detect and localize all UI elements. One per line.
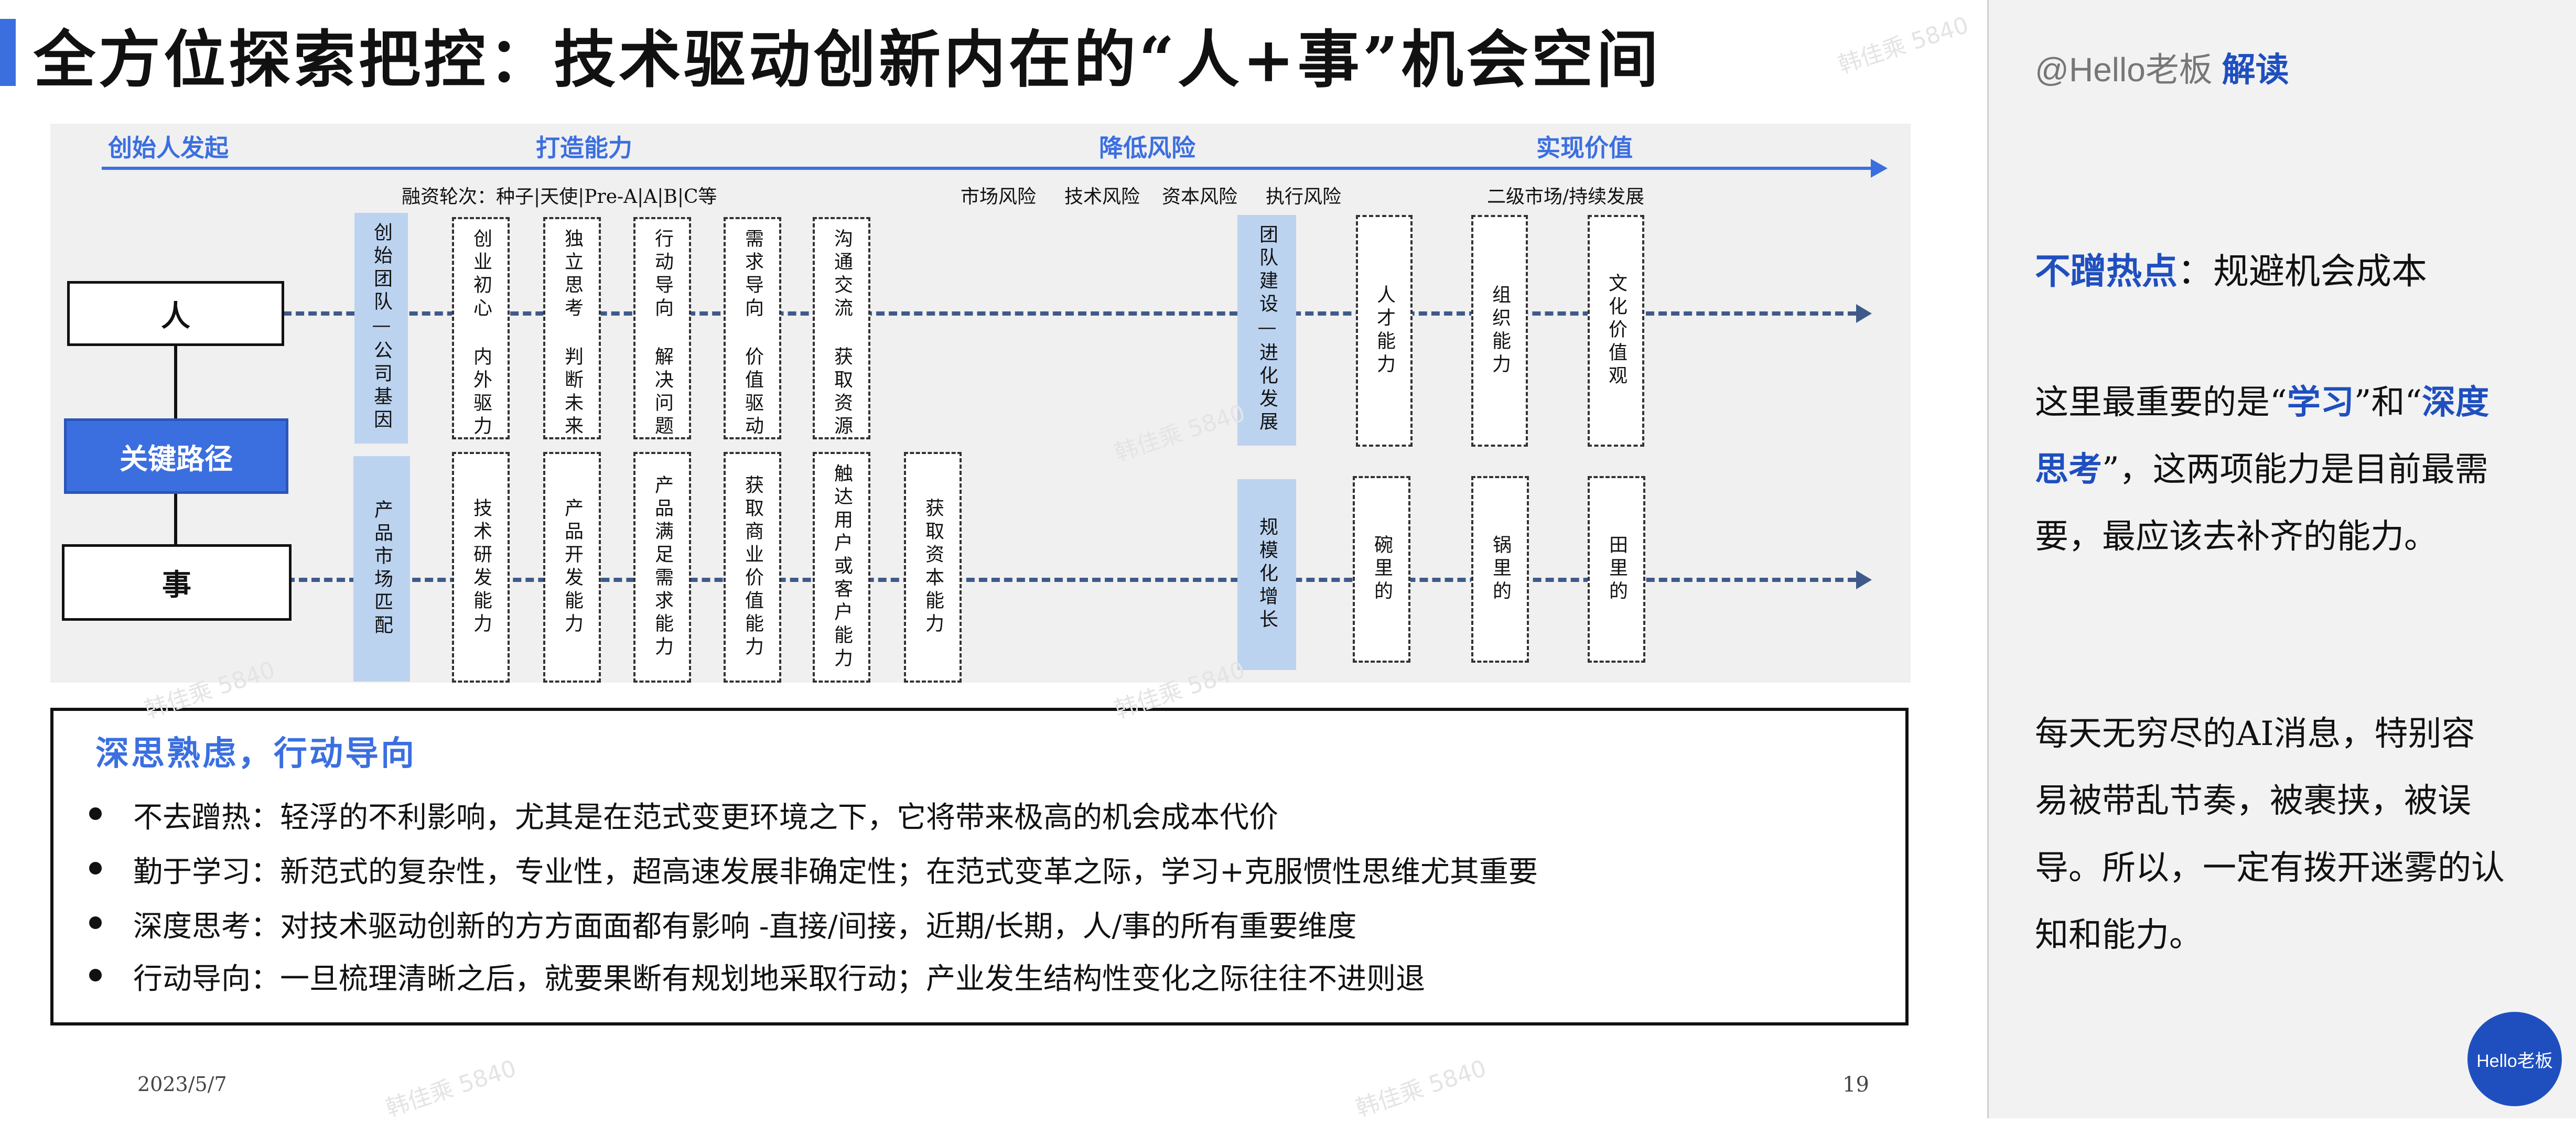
watermark: 韩佳乘 5840 — [1352, 1055, 1490, 1122]
person-box: 需求导向 价值驱动 — [724, 217, 781, 439]
person-box: 文化价值观 — [1588, 215, 1644, 447]
person-box: 沟通交流 获取资源 — [813, 217, 870, 439]
matter-box: 获取资本能力 — [904, 452, 962, 683]
matter-box: 获取商业价值能力 — [724, 452, 781, 683]
person-flow-arrow — [1856, 304, 1872, 323]
bullet-item: 行动导向：一旦梳理清晰之后，就要果断有规划地采取行动；产业发生结构性变化之际往往… — [89, 955, 1425, 998]
connector — [174, 490, 177, 547]
stage-label: 实现价值 — [1536, 134, 1633, 162]
bullet-icon — [89, 862, 102, 874]
commentary-sidebar: @Hello老板 解读 不蹭热点：规避机会成本 这里最重要的是“学习”和“深度思… — [1987, 0, 2576, 1118]
title-accent-bar — [0, 19, 16, 86]
bullet-icon — [89, 807, 102, 820]
matter-box: 锅里的 — [1471, 476, 1529, 663]
panel-title: 深思熟虑，行动导向 — [95, 734, 416, 773]
person-box: 创始团队—公司基因 — [354, 213, 408, 444]
matter-box: 碗里的 — [1353, 476, 1410, 663]
bullet-icon — [89, 969, 102, 981]
person-box: 行动导向 解决问题 — [633, 217, 691, 439]
watermark: 韩佳乘 5840 — [1835, 12, 1972, 79]
person-node: 人 — [67, 281, 284, 346]
matter-flow-line — [286, 578, 1856, 582]
hello-boss-logo: Hello老板 — [2467, 1012, 2562, 1106]
key-path-node: 关键路径 — [64, 418, 288, 494]
funding-label: 融资轮次：种子|天使|Pre-A|A|B|C等 — [402, 186, 717, 208]
person-flow-line — [283, 311, 1856, 316]
slide-title: 全方位探索把控：技术驱动创新内在的“人+事”机会空间 — [34, 23, 1662, 96]
person-box: 团队建设—进化发展 — [1237, 215, 1296, 446]
risk-label: 执行风险 — [1266, 186, 1342, 208]
slide: 全方位探索把控：技术驱动创新内在的“人+事”机会空间 创始人发起 打造能力 降低… — [0, 12, 1972, 1122]
connector — [174, 343, 177, 419]
risk-label: 技术风险 — [1064, 186, 1140, 208]
matter-box: 规模化增长 — [1237, 479, 1296, 670]
matter-box: 田里的 — [1588, 476, 1645, 663]
matter-node: 事 — [62, 544, 292, 621]
page-number: 19 — [1842, 1073, 1869, 1097]
slide-date: 2023/5/7 — [137, 1073, 227, 1096]
stage-arrow — [102, 167, 1876, 170]
matter-box: 产品满足需求能力 — [633, 452, 691, 683]
stage-label: 降低风险 — [1099, 134, 1195, 162]
person-box: 独立思考 判断未来 — [543, 217, 601, 439]
matter-box: 技术研发能力 — [452, 452, 510, 683]
risk-label: 市场风险 — [961, 186, 1037, 208]
stage-arrow-head — [1871, 159, 1888, 178]
bullet-item: 不去蹭热：轻浮的不利影响，尤其是在范式变更环境之下，它将带来极高的机会成本代价 — [89, 794, 1278, 836]
bullet-item: 深度思考：对技术驱动创新的方方面面都有影响 -直接/间接，近期/长期，人/事的所… — [89, 903, 1356, 945]
commentary-paragraph: 这里最重要的是“学习”和“深度思考”，这两项能力是目前最需要，最应该去补齐的能力… — [2035, 383, 2489, 556]
matter-box: 触达用户或客户能力 — [813, 452, 870, 683]
bullet-item: 勤于学习：新范式的复杂性，专业性，超高速发展非确定性；在范式变革之际，学习+克服… — [89, 848, 1538, 891]
stage-label: 创始人发起 — [108, 134, 229, 162]
stage-label: 打造能力 — [536, 134, 632, 162]
value-label: 二级市场/持续发展 — [1487, 186, 1645, 208]
watermark: 韩佳乘 5840 — [382, 1055, 520, 1122]
person-box: 人才能力 — [1356, 215, 1413, 447]
risk-label: 资本风险 — [1162, 186, 1238, 208]
author-handle: @Hello老板 解读 — [2035, 50, 2289, 90]
matter-box: 产品开发能力 — [543, 452, 601, 683]
matter-flow-arrow — [1856, 570, 1872, 589]
commentary-headline: 不蹭热点：规避机会成本 — [2035, 251, 2428, 293]
person-box: 组织能力 — [1471, 215, 1528, 447]
person-box: 创业初心 内外驱力 — [452, 217, 510, 439]
matter-box: 产品市场匹配 — [353, 456, 410, 682]
bullet-icon — [89, 916, 102, 929]
commentary-paragraph: 每天无穷尽的AI消息，特别容易被带乱节奏，被裹挟，被误导。所以，一定有拨开迷雾的… — [2035, 715, 2505, 955]
summary-panel: 深思熟虑，行动导向 不去蹭热：轻浮的不利影响，尤其是在范式变更环境之下，它将带来… — [50, 708, 1909, 1025]
